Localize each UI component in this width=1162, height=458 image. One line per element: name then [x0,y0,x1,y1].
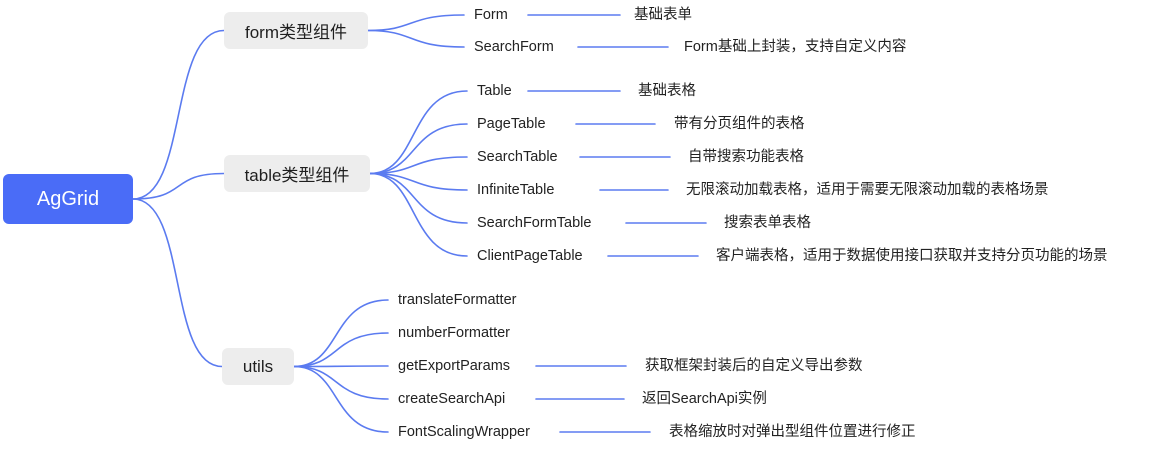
desc-infinitetable: 无限滚动加载表格，适用于需要无限滚动加载的表格场景 [686,182,1049,198]
link-root-group-2 [132,198,223,368]
group-node-form[interactable]: form类型组件 [224,12,368,49]
leaf-getexportparams[interactable]: getExportParams [398,358,511,374]
leaf-translateformatter[interactable]: translateFormatter [398,292,517,308]
leaf-searchform[interactable]: SearchForm [474,39,554,55]
desc-fontscalingwrapper: 表格缩放时对弹出型组件位置进行修正 [669,424,916,440]
link-group-2-leaf-2 [293,365,389,368]
root-node-aggrid[interactable]: AgGrid [3,174,133,224]
desc-getexportparams: 获取框架封装后的自定义导出参数 [645,358,863,374]
leaf-clientpagetable[interactable]: ClientPageTable [477,248,583,264]
link-group-2-leaf-3 [293,365,389,400]
link-group-1-leaf-5 [369,172,468,257]
leaf-createsearchapi[interactable]: createSearchApi [398,391,506,407]
link-group-2-leaf-4 [293,365,389,433]
desc-searchtable: 自带搜索功能表格 [688,149,804,165]
link-group-1-leaf-1 [369,123,468,175]
link-root-group-1 [132,172,225,200]
link-group-0-leaf-0 [367,14,465,32]
desc-searchformtable: 搜索表单表格 [724,215,811,231]
leaf-infinitetable[interactable]: InfiniteTable [477,182,555,198]
link-group-2-leaf-0 [293,299,389,368]
leaf-form[interactable]: Form [474,7,508,23]
leaf-pagetable[interactable]: PageTable [477,116,546,132]
link-group-2-leaf-1 [293,332,389,368]
desc-clientpagetable: 客户端表格，适用于数据使用接口获取并支持分页功能的场景 [716,248,1108,264]
desc-searchform: Form基础上封装，支持自定义内容 [684,39,907,55]
leaf-fontscalingwrapper[interactable]: FontScalingWrapper [398,424,530,440]
link-group-1-leaf-2 [369,156,468,175]
leaf-table[interactable]: Table [477,83,512,99]
link-group-1-leaf-3 [369,172,468,191]
group-node-utils[interactable]: utils [222,348,294,385]
link-group-1-leaf-0 [369,90,468,175]
leaf-numberformatter[interactable]: numberFormatter [398,325,511,341]
desc-table: 基础表格 [638,83,696,99]
link-group-0-leaf-1 [367,29,465,48]
desc-createsearchapi: 返回SearchApi实例 [642,391,767,407]
leaf-searchformtable[interactable]: SearchFormTable [477,215,592,231]
leaf-searchtable[interactable]: SearchTable [477,149,558,165]
desc-pagetable: 带有分页组件的表格 [674,116,805,132]
group-node-table[interactable]: table类型组件 [224,155,370,192]
link-group-1-leaf-4 [369,172,468,224]
link-root-group-0 [132,29,225,200]
desc-form: 基础表单 [634,7,692,23]
